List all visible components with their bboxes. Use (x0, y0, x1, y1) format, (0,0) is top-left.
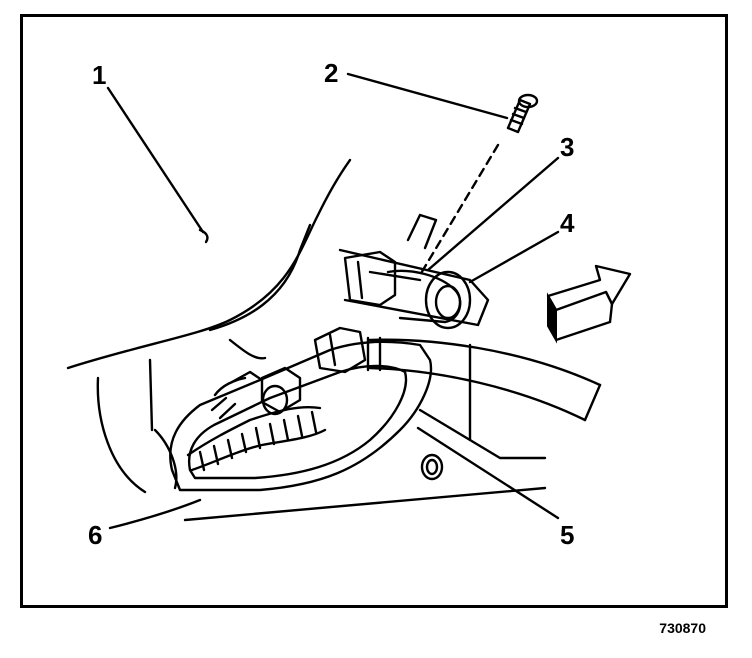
coil-wrap (186, 376, 327, 472)
leader-lines (106, 72, 560, 530)
callout-5: 5 (560, 520, 575, 550)
front-arrow-icon (546, 264, 632, 344)
hose (366, 336, 602, 422)
figure-id: 730870 (659, 620, 706, 636)
callout-1: 1 (92, 60, 107, 90)
callout-3: 3 (560, 132, 575, 162)
callout-2: 2 (324, 58, 339, 88)
callout-6: 6 (88, 520, 103, 550)
fitting-nuts (230, 213, 490, 416)
diagram-frame (20, 14, 728, 608)
bolt (418, 93, 539, 277)
callout-4: 4 (560, 208, 575, 238)
mounting-bracket (169, 340, 547, 522)
